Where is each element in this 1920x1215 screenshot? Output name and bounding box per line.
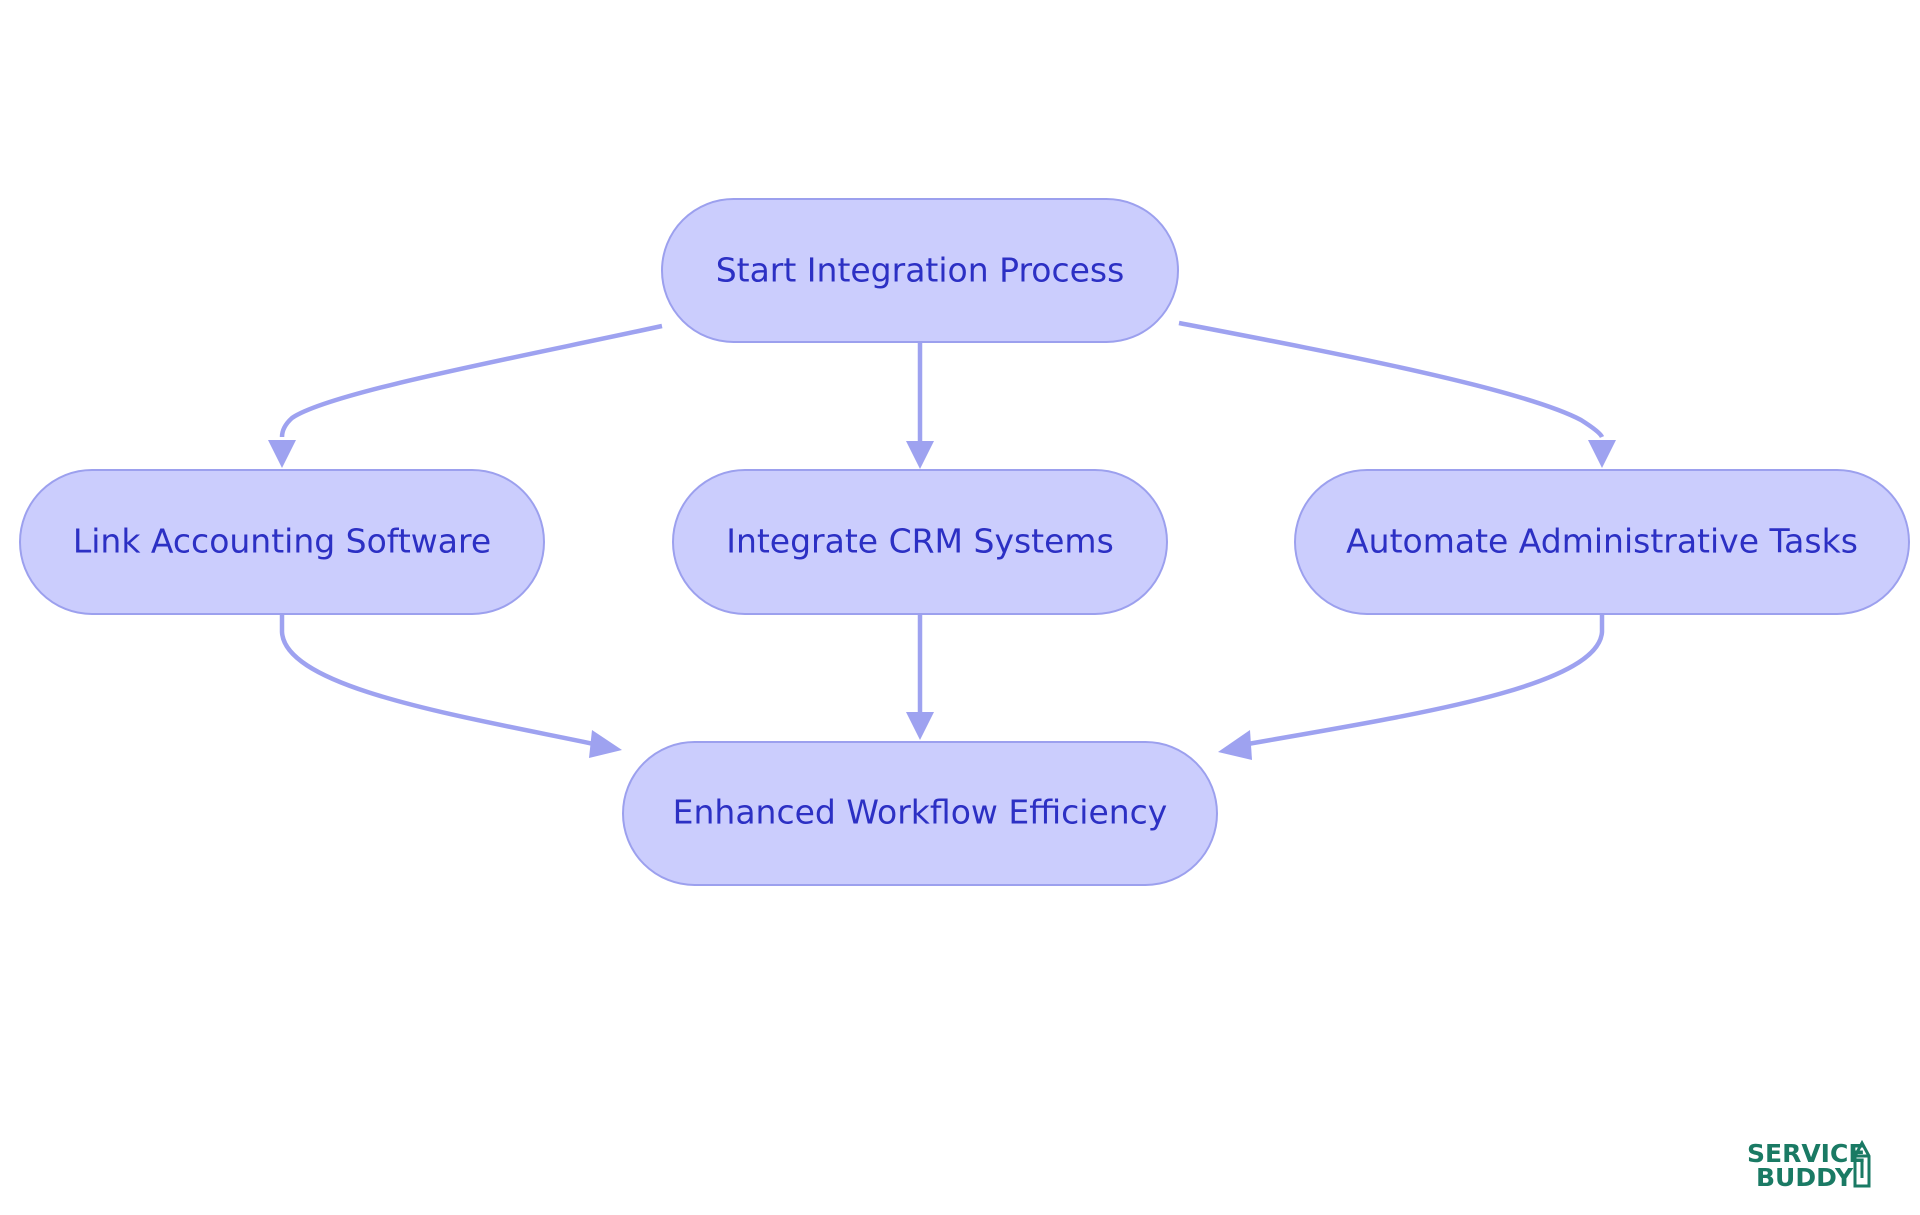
node-start-integration-process[interactable]: Start Integration Process: [661, 198, 1179, 343]
node-label: Integrate CRM Systems: [726, 522, 1114, 561]
edge-start-to-link-accounting: [279, 323, 663, 438]
node-automate-administrative-tasks[interactable]: Automate Administrative Tasks: [1294, 469, 1910, 615]
node-label: Automate Administrative Tasks: [1346, 522, 1858, 561]
edges: [268, 320, 1616, 760]
edge-start-to-automate-tasks: [1178, 320, 1605, 439]
node-integrate-crm-systems[interactable]: Integrate CRM Systems: [672, 469, 1168, 615]
node-label: Enhanced Workflow Efficiency: [673, 793, 1168, 832]
service-buddy-logo: SERVICE BUDDY: [1747, 1139, 1871, 1192]
edge-arrowhead: [1588, 440, 1616, 468]
edge-arrowhead: [906, 441, 934, 469]
logo-line-2: BUDDY: [1756, 1163, 1854, 1192]
edge-link-accounting-to-efficiency: [279, 615, 595, 747]
node-label: Link Accounting Software: [73, 522, 491, 561]
pencil-icon: [1853, 1139, 1871, 1188]
edge-arrowhead: [1218, 730, 1252, 760]
node-label: Start Integration Process: [716, 251, 1125, 290]
logo-line-1: SERVICE: [1747, 1139, 1865, 1168]
node-enhanced-workflow-efficiency[interactable]: Enhanced Workflow Efficiency: [622, 741, 1218, 886]
edge-automate-tasks-to-efficiency: [1247, 615, 1605, 747]
edge-arrowhead: [589, 730, 622, 758]
edge-arrowhead: [268, 440, 296, 468]
node-link-accounting-software[interactable]: Link Accounting Software: [19, 469, 545, 615]
edge-arrowhead: [906, 712, 934, 740]
